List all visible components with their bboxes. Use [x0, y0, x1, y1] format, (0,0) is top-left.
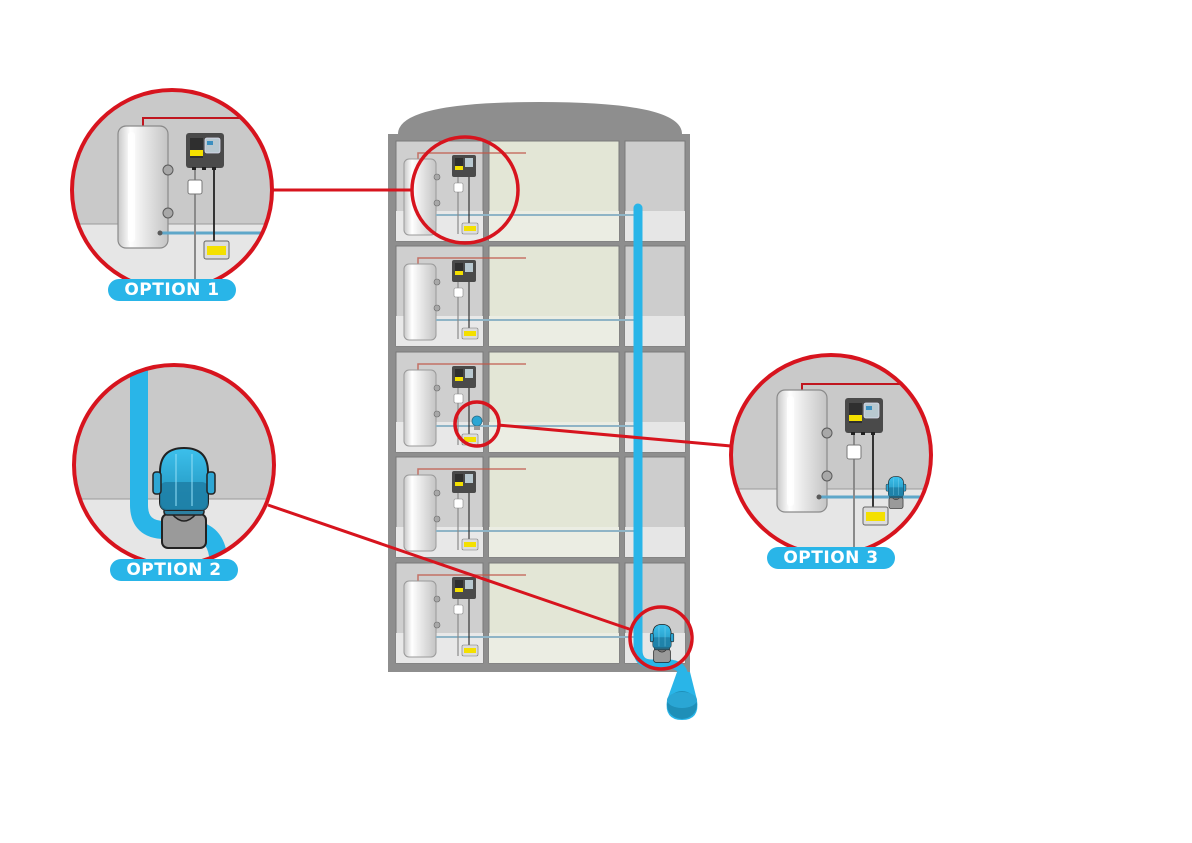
building [388, 102, 698, 720]
branch-valve-icon [471, 415, 483, 430]
highlight-ring-option-3 [453, 400, 501, 448]
shutoff-valve-icon [152, 447, 216, 549]
junction-box-icon [187, 179, 203, 195]
controller-icon [186, 133, 224, 170]
water-heater-tank-icon [117, 125, 174, 249]
junction-box-icon [846, 444, 862, 460]
callout-lines [267, 188, 732, 632]
option-3-detail [729, 353, 933, 557]
option-2-detail [72, 363, 276, 567]
option-2-label: OPTION 2 [110, 559, 238, 581]
controller-icon [845, 398, 883, 435]
callout-line-option-3 [497, 423, 732, 448]
sensor-icon [203, 240, 230, 260]
option-3-label: OPTION 3 [767, 547, 895, 569]
main-vertical-pipe [633, 203, 689, 695]
sensor-icon [862, 506, 889, 526]
main-valve-icon [649, 623, 675, 663]
callout-line-option-2 [267, 503, 633, 632]
highlight-ring-option-2 [628, 605, 694, 671]
branch-valve-detail-icon [885, 476, 907, 509]
highlight-ring-option-1 [410, 135, 520, 245]
option-1-label: OPTION 1 [108, 279, 236, 301]
water-heater-tank-icon [776, 389, 833, 513]
option-1-detail [70, 88, 274, 292]
